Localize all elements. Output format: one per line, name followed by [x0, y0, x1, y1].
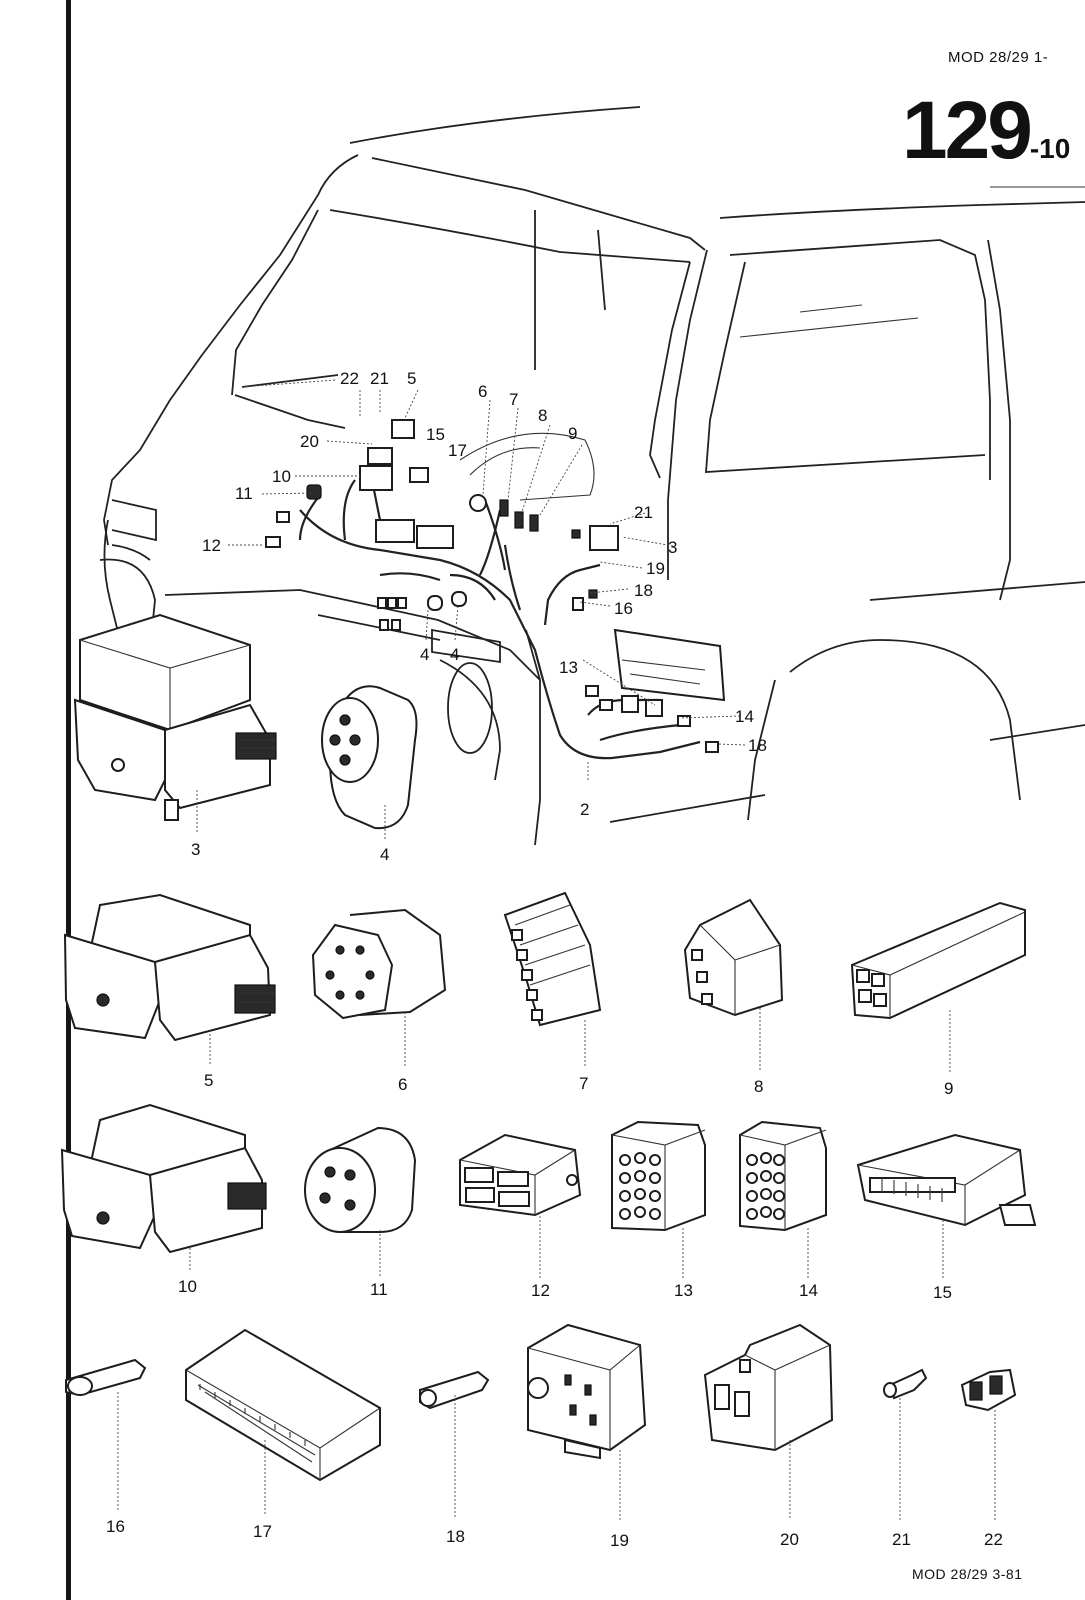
part-4-relay-round [321, 685, 418, 830]
callout-19: 19 [646, 559, 665, 578]
part-label-6: 6 [398, 1075, 407, 1094]
callout-20: 20 [300, 432, 319, 451]
callout-13: 13 [559, 658, 578, 677]
callout-leaders [228, 379, 746, 780]
part-label-9: 9 [944, 1079, 953, 1098]
callout-2: 2 [580, 800, 589, 819]
part-5-switch [63, 893, 276, 1042]
part-label-20: 20 [780, 1530, 799, 1549]
callout-8: 8 [538, 406, 547, 425]
callout-15: 15 [426, 425, 445, 444]
callout-9: 9 [568, 424, 577, 443]
part-label-17: 17 [253, 1522, 272, 1541]
part-22-small-socket [960, 1368, 1017, 1412]
part-label-15: 15 [933, 1283, 952, 1302]
van-cab-outline [99, 106, 1085, 846]
part-label-21: 21 [892, 1530, 911, 1549]
callout-5: 5 [407, 369, 416, 388]
part-12-connector [459, 1133, 582, 1217]
callout-4b: 4 [450, 645, 459, 664]
callout-3: 3 [668, 538, 677, 557]
part-21-small-plug [883, 1368, 928, 1400]
row2-leaders [209, 1008, 951, 1072]
part-14-multi-pin-connector [739, 1120, 827, 1232]
part-7-connector-strip [503, 891, 602, 1027]
footer-model-date: MOD 28/29 3-81 [912, 1566, 1023, 1582]
callout-22: 22 [340, 369, 359, 388]
callout-18: 18 [634, 581, 653, 600]
callout-4: 4 [420, 645, 429, 664]
header-model-label: MOD 28/29 1- [948, 49, 1049, 66]
part-label-14: 14 [799, 1281, 818, 1300]
callout-17: 17 [448, 441, 467, 460]
part-label-22: 22 [984, 1530, 1003, 1549]
row3-leaders [189, 1212, 944, 1280]
wiring-harness [265, 419, 726, 760]
callout-11: 11 [235, 484, 253, 503]
callout-14: 14 [735, 707, 754, 726]
part-label-16: 16 [106, 1517, 125, 1536]
part-label-7: 7 [579, 1074, 588, 1093]
part-6-connector-octagon [311, 908, 447, 1020]
overview-callouts: 22 21 5 20 15 17 10 11 12 6 7 8 9 21 3 1… [202, 369, 767, 819]
part-16-terminal [65, 1358, 147, 1397]
part-18-terminal [419, 1370, 490, 1410]
page-number-suffix: -10 [1029, 133, 1071, 164]
part-label-8: 8 [754, 1077, 763, 1096]
part-20-connector-block [703, 1323, 834, 1452]
part-label-12: 12 [531, 1281, 550, 1300]
callout-10: 10 [272, 467, 291, 486]
part-11-relay-round [304, 1126, 417, 1233]
part-label-19: 19 [610, 1531, 629, 1550]
part-10-switch [60, 1103, 267, 1254]
page-number: 129-10 [902, 90, 1070, 172]
callout-21: 21 [370, 369, 389, 388]
callout-16: 16 [614, 599, 633, 618]
callout-7: 7 [509, 390, 518, 409]
callout-6: 6 [478, 382, 487, 401]
row4-leaders [117, 1392, 996, 1520]
row1-leaders [196, 790, 386, 840]
part-label-10: 10 [178, 1277, 197, 1296]
part-label-11: 11 [370, 1280, 388, 1299]
page-number-main: 129 [902, 85, 1033, 176]
part-label-3: 3 [191, 840, 200, 859]
callout-21b: 21 [634, 503, 653, 522]
part-13-multi-pin-connector [611, 1120, 706, 1232]
part-label-5: 5 [204, 1071, 213, 1090]
part-15-flat-connector [856, 1133, 1037, 1227]
part-17-fuse-box [185, 1328, 381, 1482]
part-3-switch [73, 613, 277, 821]
page-binding-edge [66, 0, 71, 1600]
part-8-connector-housing [683, 898, 784, 1017]
part-label-13: 13 [674, 1281, 693, 1300]
part-label-4: 4 [380, 845, 389, 864]
part-19-relay-base [527, 1323, 647, 1460]
part-label-18: 18 [446, 1527, 465, 1546]
part-9-connector-long [850, 901, 1026, 1020]
callout-12: 12 [202, 536, 221, 555]
callout-18b: 18 [748, 736, 767, 755]
